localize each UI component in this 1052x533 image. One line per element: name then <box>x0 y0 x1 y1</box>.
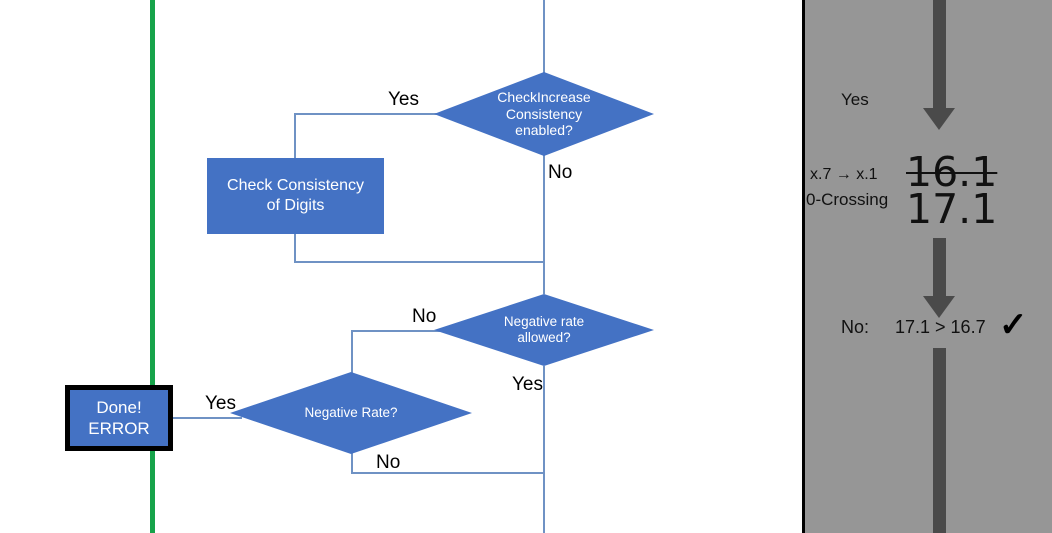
decision-negative-rate-allowed-line1: Negative rate <box>503 314 585 330</box>
connector-top-entry <box>543 0 545 74</box>
connector-checkincrease-no-spine <box>543 155 545 294</box>
process-check-consistency-line2: of Digits <box>266 197 325 214</box>
decision-checkincrease-label: CheckIncrease Consistency enabled? <box>491 89 596 139</box>
panel-value-result: 17.1 <box>906 185 998 233</box>
panel-yes-label: Yes <box>841 90 869 109</box>
panel-value-struck: 16.1 <box>906 148 998 196</box>
decision-checkincrease-line2: Consistency <box>505 105 583 122</box>
edge-label-negrate-allowed-no: No <box>412 306 437 327</box>
panel-arrow-stem-bottom <box>933 348 946 533</box>
connector-checkincrease-yes-horizontal <box>294 113 442 115</box>
panel-rule-line1: x.7 → x.1 <box>810 166 878 183</box>
decision-negative-rate-allowed-label: Negative rate allowed? <box>498 314 590 346</box>
process-check-consistency-of-digits[interactable]: Check Consistency of Digits <box>207 158 384 234</box>
annotation-panel: Yes x.7 → x.1 0-Crossing 16.1 17.1 No: 1… <box>802 0 1052 533</box>
edge-label-negrate-yes: Yes <box>205 393 236 414</box>
decision-checkincrease-consistency[interactable]: CheckIncrease Consistency enabled? <box>434 72 654 156</box>
connector-negrate-no-horizontal <box>351 472 545 474</box>
process-check-consistency-line1: Check Consistency <box>227 177 364 194</box>
connector-process-return-horizontal <box>294 261 545 263</box>
decision-negative-rate-line1: Negative Rate? <box>304 405 398 421</box>
decision-checkincrease-line3: enabled? <box>515 122 573 139</box>
panel-rule-line2: 0-Crossing <box>806 190 889 209</box>
edge-label-checkincrease-yes: Yes <box>388 89 419 110</box>
panel-no-label: No: <box>841 317 870 337</box>
connector-negrate-no-vertical <box>351 452 353 474</box>
terminator-done-error-label: Done! ERROR <box>88 397 149 440</box>
edge-label-negrate-allowed-yes: Yes <box>512 374 543 395</box>
panel-arrow-head-top <box>923 108 955 130</box>
panel-arrow-head-middle <box>923 296 955 318</box>
decision-checkincrease-line1: CheckIncrease <box>497 89 591 106</box>
terminator-done-error-line2: ERROR <box>88 419 150 438</box>
connector-negrate-allowed-no-vertical <box>351 330 353 382</box>
connector-negrate-allowed-yes-vertical <box>543 366 545 533</box>
panel-arrow-stem-middle <box>933 238 946 301</box>
process-check-consistency-label: Check Consistency of Digits <box>227 176 364 216</box>
decision-negative-rate-allowed-line2: allowed? <box>517 330 571 345</box>
edge-label-negrate-no: No <box>376 452 401 473</box>
decision-negative-rate-label: Negative Rate? <box>298 405 403 421</box>
edge-label-checkincrease-no: No <box>548 162 573 183</box>
decision-negative-rate[interactable]: Negative Rate? <box>230 372 472 454</box>
terminator-done-error-line1: Done! <box>96 397 142 417</box>
decision-negative-rate-allowed[interactable]: Negative rate allowed? <box>434 294 654 366</box>
connector-negrate-yes-horizontal <box>172 417 242 419</box>
panel-arrow-stem-top <box>933 0 946 110</box>
panel-comparison: 17.1 > 16.7 <box>895 317 986 337</box>
green-divider-line <box>150 0 155 533</box>
connector-negrate-allowed-no-horizontal <box>351 330 444 332</box>
terminator-done-error[interactable]: Done! ERROR <box>65 385 173 451</box>
panel-check-icon: ✓ <box>999 306 1028 344</box>
